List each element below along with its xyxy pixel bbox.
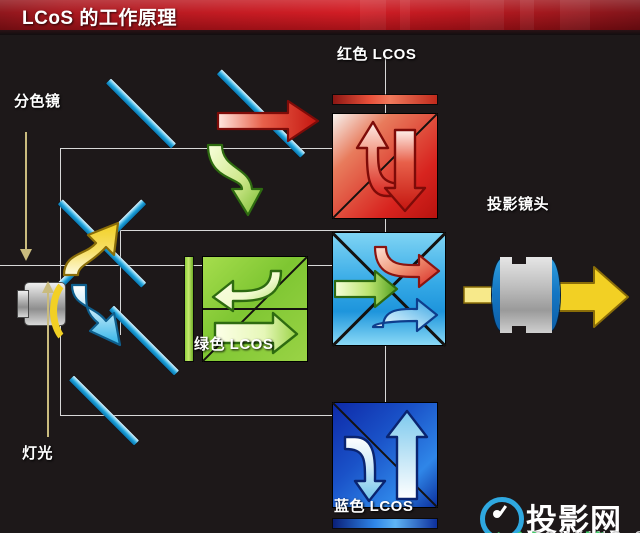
blue-polarizer-bar: [333, 519, 437, 528]
beam-arrows: [62, 99, 629, 347]
header-streak: [470, 0, 504, 30]
red-lcos-panel: [331, 112, 439, 220]
dichroic-leader-arrowhead: [20, 249, 32, 261]
watermark-domain: TOUYING.COM: [532, 528, 640, 533]
projection-lens-notch: [512, 257, 526, 264]
header-streak: [520, 0, 534, 30]
light-path-line: [120, 230, 360, 231]
watermark-overlay: 谷普下载: [478, 523, 610, 533]
blue-lcos-panel: [331, 401, 439, 509]
lamp-reflector: [50, 275, 98, 347]
light-path-line: [60, 148, 346, 149]
header-gloss: [0, 0, 640, 30]
lamp-base: [18, 291, 28, 317]
light-path-line: [120, 230, 121, 335]
red-polarizer-bar: [333, 95, 437, 104]
page-title: LCoS 的工作原理: [22, 8, 177, 29]
dichroic-label-leader: [25, 132, 27, 252]
lamp-leader-arrowhead: [42, 281, 54, 293]
green-panel-arrows: [211, 269, 299, 355]
projection-lens-notch: [512, 326, 526, 333]
green-polarizer-bar: [185, 257, 193, 361]
blue-panel-arrows: [343, 409, 429, 503]
leader-arrowheads: [20, 249, 54, 293]
header-streak: [560, 0, 590, 30]
label-lamp: 灯光: [22, 445, 54, 462]
x-prism-arrows: [333, 245, 441, 333]
watermark-camera-icon: [480, 497, 524, 533]
header-underline: [0, 30, 640, 35]
red-panel-arrows: [355, 120, 427, 213]
green-lcos-panel: [201, 255, 309, 363]
light-path-center-line: [0, 265, 400, 266]
label-blue-lcos: 蓝色 LCOS: [334, 498, 414, 515]
title-bar: LCoS 的工作原理: [0, 0, 640, 30]
lcos-diagram: 分色镜 灯光 红色 LCOS 绿色 LCOS 蓝色 LCOS 投影镜头 投影网 …: [0, 35, 640, 533]
label-green-lcos: 绿色 LCOS: [194, 336, 274, 353]
light-path-line: [60, 415, 346, 416]
x-prism-combiner: [331, 231, 447, 348]
projection-lens-body: [500, 257, 552, 333]
header-streak: [360, 0, 386, 30]
header-streak: [400, 0, 410, 30]
watermark-camera-dot: [493, 510, 501, 518]
lamp-label-leader: [47, 293, 49, 437]
label-red-lcos: 红色 LCOS: [337, 46, 417, 63]
label-dichroic-mirror: 分色镜: [14, 93, 61, 110]
watermark-brand: 投影网: [526, 503, 622, 533]
label-projection-lens: 投影镜头: [487, 196, 550, 213]
